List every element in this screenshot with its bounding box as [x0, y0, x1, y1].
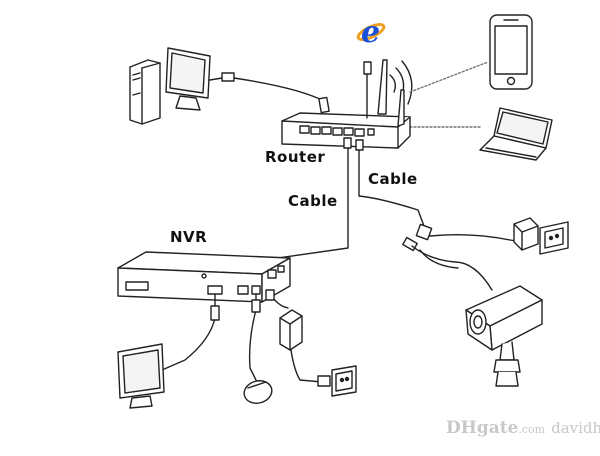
watermark-domain: .com	[518, 423, 546, 436]
camera-power-adapter-icon	[513, 217, 539, 251]
laptop-icon	[479, 107, 553, 161]
smartphone-icon	[489, 14, 533, 90]
router-label: Router	[265, 148, 326, 166]
svg-text:e: e	[361, 15, 380, 50]
power-adapter-icon	[279, 309, 303, 351]
desktop-computer-icon	[129, 59, 161, 125]
bullet-camera-icon	[465, 285, 543, 387]
monitor-icon	[117, 343, 165, 409]
power-outlet-icon	[331, 365, 357, 397]
nvr-recorder-icon	[117, 251, 291, 303]
nvr-label: NVR	[170, 228, 208, 246]
watermark-user: davidhjg	[551, 419, 600, 437]
cable-label-left: Cable	[288, 192, 338, 210]
wall-outlet-icon	[539, 221, 569, 255]
watermark-brand: DHgate	[446, 418, 519, 438]
cable-label-right: Cable	[368, 170, 418, 188]
router-icon	[281, 59, 411, 149]
internet-explorer-logo-icon: e	[356, 15, 386, 50]
desktop-monitor-icon	[165, 47, 211, 111]
watermark: DHgate.com davidhjg	[446, 418, 600, 438]
mouse-icon	[243, 380, 273, 404]
